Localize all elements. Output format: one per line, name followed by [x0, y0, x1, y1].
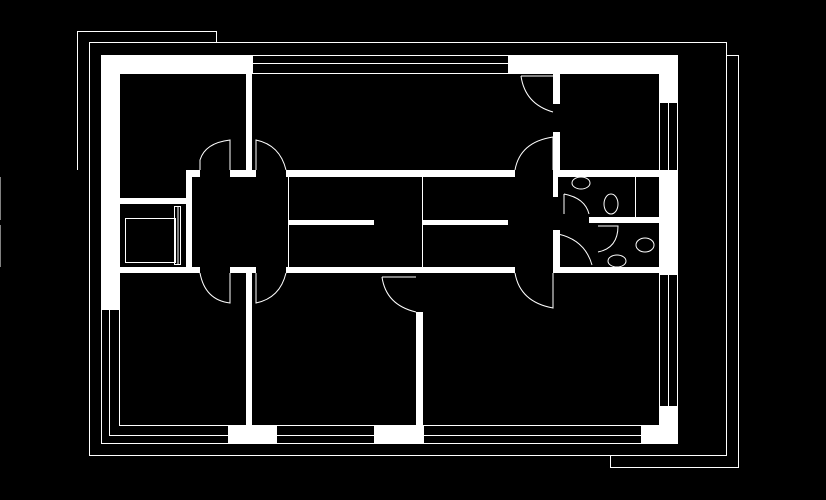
staircase: [0, 172, 500, 272]
interior-walls: [120, 74, 659, 425]
doors: [199, 75, 619, 313]
windows: [101, 55, 678, 444]
exterior-walls: [101, 55, 678, 444]
lift: [125, 206, 181, 265]
outline-lines: [77, 31, 739, 468]
sanitary-fixtures: [571, 176, 655, 268]
